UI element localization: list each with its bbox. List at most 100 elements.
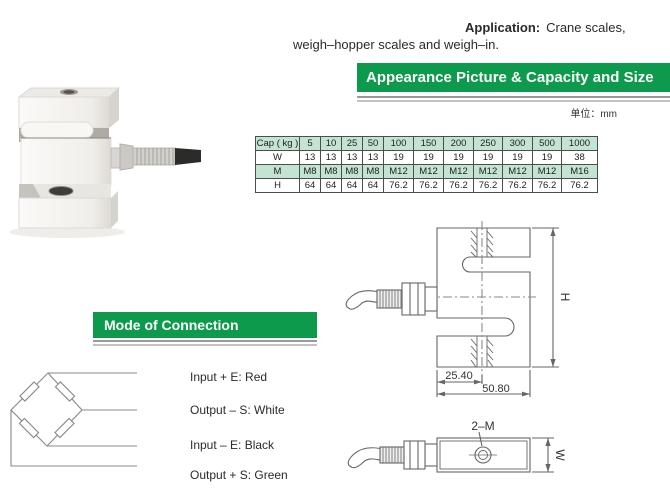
table-cell: M16	[561, 164, 598, 179]
table-cell: 19	[473, 150, 503, 165]
bridge-circuit-diagram	[10, 372, 137, 467]
table-cell: 64	[362, 178, 384, 193]
table-cell: Cap ( kg )	[255, 136, 300, 151]
table-cell: 300	[502, 136, 533, 151]
wire-output-plus	[10, 410, 137, 467]
slot-finger	[20, 121, 94, 139]
dimension-arrows	[437, 228, 556, 397]
table-cell: 76.2	[383, 178, 414, 193]
strain-gauges	[18, 381, 76, 439]
table-cell: 1000	[561, 136, 598, 151]
table-cell: 13	[320, 150, 342, 165]
dim-h-label: H	[558, 293, 572, 302]
conduit-ribs	[136, 148, 174, 165]
dim-50-80: 50.80	[482, 383, 510, 395]
table-cell: 250	[473, 136, 503, 151]
table-cell: M	[255, 164, 300, 179]
callout-leader	[478, 431, 483, 447]
gland-collar	[110, 147, 121, 169]
dimension-h	[532, 227, 559, 368]
wire-label-input-minus: Input – E: Black	[190, 438, 275, 452]
wire-label-input-plus: Input + E: Red	[190, 370, 268, 384]
table-cell: M8	[362, 164, 384, 179]
top-view-drawing: 2–M W	[347, 419, 567, 473]
table-cell: W	[255, 150, 300, 165]
cable-gland	[345, 282, 438, 316]
table-cell: M12	[502, 164, 533, 179]
dim-25-40: 25.40	[445, 370, 473, 382]
top-block-side	[109, 88, 119, 128]
top-hole-bore	[63, 90, 75, 94]
photo-shadow	[9, 226, 125, 238]
table-cell: 13	[362, 150, 384, 165]
table-cell: M12	[383, 164, 414, 179]
cable-tip	[175, 148, 201, 165]
table-cell: 76.2	[443, 178, 474, 193]
load-cell-photo	[9, 87, 201, 238]
table-cell: M8	[320, 164, 342, 179]
table-cell: 38	[561, 150, 598, 165]
application-heading: Application: Crane scales,	[465, 20, 626, 35]
side-view-drawing: 25.40 50.80 H	[345, 221, 572, 397]
bottom-block	[18, 197, 112, 229]
application-text-2: weigh–hopper scales and weigh–in.	[293, 37, 499, 52]
table-cell: 100	[383, 136, 414, 151]
cable	[347, 447, 381, 469]
table-cell: 19	[443, 150, 474, 165]
table-cell: 13	[299, 150, 321, 165]
bottom-thread-hatch	[470, 336, 494, 368]
wire-label-output-minus: Output – S: White	[190, 403, 285, 417]
dim-w-label: W	[553, 449, 567, 461]
table-cell: 64	[320, 178, 342, 193]
cable-gland	[347, 440, 438, 470]
connection-section-banner: Mode of Connection	[93, 312, 317, 338]
table-cell: 150	[413, 136, 444, 151]
table-cell: 50	[362, 136, 384, 151]
application-text-1: Crane scales,	[546, 20, 626, 35]
table-cell: M12	[473, 164, 503, 179]
table-cell: M12	[532, 164, 562, 179]
body-inner-edge	[439, 440, 528, 470]
table-cell: 76.2	[413, 178, 444, 193]
table-cell: 76.2	[473, 178, 503, 193]
table-cell: 5	[299, 136, 321, 151]
dimension-w	[532, 437, 554, 473]
unit-note: 单位：mm	[570, 109, 617, 120]
table-cell: 76.2	[561, 178, 598, 193]
table-cell: M8	[341, 164, 363, 179]
table-cell: 13	[341, 150, 363, 165]
bottom-hole	[48, 186, 74, 196]
bottom-block-side	[111, 191, 118, 228]
table-cell: 10	[320, 136, 342, 151]
divider-line	[93, 340, 317, 346]
table-cell: 25	[341, 136, 363, 151]
cable	[345, 290, 378, 310]
table-cell: M8	[299, 164, 321, 179]
table-cell: 19	[502, 150, 533, 165]
table-cell: H	[255, 178, 300, 193]
gland-nut	[119, 143, 134, 171]
table-cell: 64	[299, 178, 321, 193]
thread-callout: 2–M	[471, 419, 494, 433]
table-cell: 19	[383, 150, 414, 165]
dimension-arrows	[545, 438, 551, 472]
table-cell: 76.2	[532, 178, 562, 193]
table-cell: M12	[443, 164, 474, 179]
table-cell: 76.2	[502, 178, 533, 193]
table-cell: 64	[341, 178, 363, 193]
middle-block	[20, 137, 112, 187]
dim-text-mask	[476, 384, 516, 393]
table-cell: M12	[413, 164, 444, 179]
application-label: Application:	[465, 20, 541, 35]
divider-line	[357, 96, 670, 102]
table-cell: 200	[443, 136, 474, 151]
table-cell: 19	[413, 150, 444, 165]
bridge-diamond	[10, 372, 83, 447]
appearance-section-banner: Appearance Picture & Capacity and Size	[357, 63, 670, 92]
